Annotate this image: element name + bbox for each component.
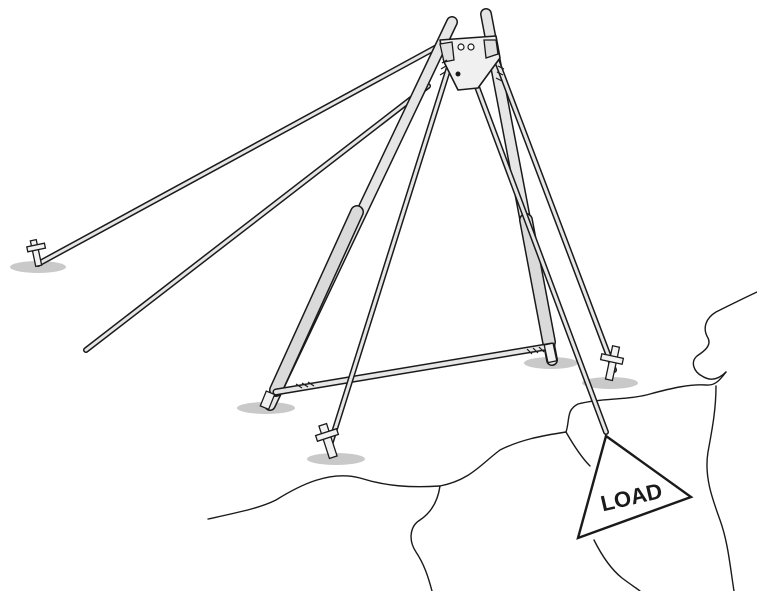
head-clip-left <box>440 42 454 62</box>
guy-line-off-frame <box>86 86 428 350</box>
cliff-face-middle <box>411 486 440 591</box>
cliff-face-right <box>707 386 734 591</box>
anchor-stake-front <box>316 424 339 459</box>
head-pin-left <box>458 44 464 50</box>
head-clip-right <box>484 40 498 58</box>
leg-base-tie <box>276 346 552 392</box>
load-rope <box>470 68 606 432</box>
guy-line-far-right <box>492 48 614 370</box>
head-pin-right <box>468 44 474 50</box>
tripod-leg-right-sleeve <box>526 220 549 342</box>
cliff-edge-right <box>693 292 757 379</box>
ground-edge-line <box>208 432 566 519</box>
head-hole <box>456 72 461 77</box>
tripod-leg-left-sleeve <box>276 212 357 390</box>
